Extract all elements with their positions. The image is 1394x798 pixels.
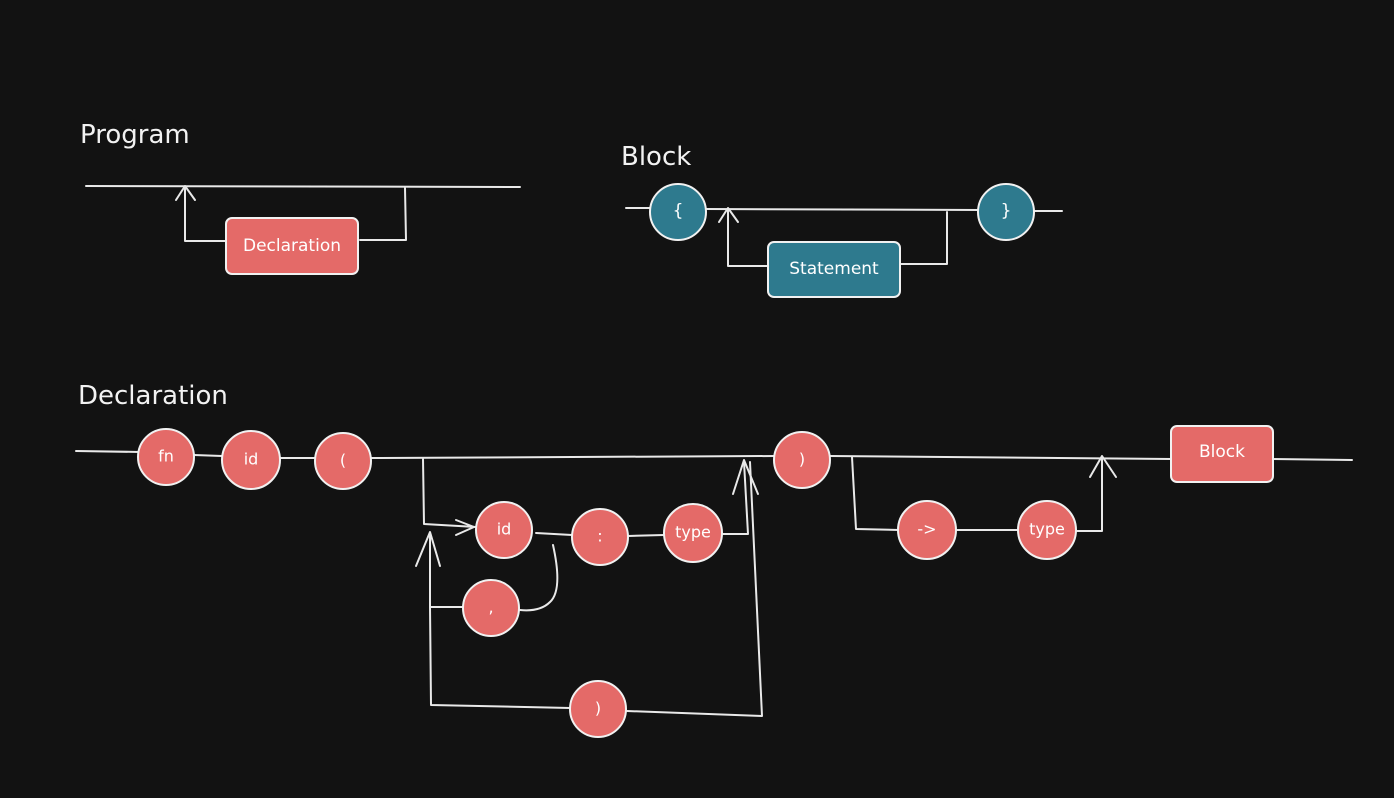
fn-node [137, 428, 195, 486]
block-ref-box [1170, 425, 1274, 483]
program-loop-arrow [175, 185, 196, 201]
program-title: Program [80, 120, 190, 150]
open-paren-label: ( [340, 451, 346, 470]
program-declaration-label: Declaration [243, 236, 341, 256]
param-type-label: type [675, 523, 711, 542]
param-id-label: id [497, 520, 512, 539]
program-diagram: Program Declaration [80, 120, 521, 275]
comma-loop-arrow [415, 531, 441, 567]
block-main-line [625, 207, 1063, 212]
comma-label: , [488, 598, 493, 617]
id-node [221, 430, 281, 490]
fn-label: fn [158, 447, 174, 466]
empty-params-line [429, 461, 763, 717]
id-label: id [244, 450, 259, 469]
colon-node [571, 508, 629, 566]
param-entry-arrow [455, 519, 475, 536]
block-statement-label: Statement [789, 259, 879, 279]
return-type-label: type [1029, 520, 1065, 539]
declaration-main-line [75, 450, 1353, 461]
return-type-node [1017, 500, 1077, 560]
declaration-title: Declaration [78, 381, 228, 411]
comma-node [462, 579, 520, 637]
program-loop-line [184, 187, 407, 242]
block-close-brace-node [977, 183, 1035, 241]
inner-close-paren-label: ) [595, 699, 601, 718]
arrow-label: -> [917, 520, 936, 539]
block-diagram: Block { Statement } [621, 142, 1063, 298]
block-loop-arrow [718, 207, 739, 223]
inner-close-paren-node [569, 680, 627, 738]
param-type-node [663, 503, 723, 563]
block-ref-label: Block [1199, 442, 1245, 462]
close-paren-label: ) [799, 450, 805, 469]
block-open-brace-node [649, 183, 707, 241]
block-open-brace-label: { [673, 201, 684, 221]
block-loop-line [727, 209, 948, 267]
arrow-node [897, 500, 957, 560]
return-branch-line [851, 456, 1103, 532]
declaration-diagram: Declaration fn id ( id : type , ) [75, 381, 1353, 738]
block-title: Block [621, 142, 691, 172]
block-statement-box [767, 241, 901, 298]
param-branch-line [422, 458, 749, 537]
colon-label: : [597, 527, 602, 546]
param-id-node [475, 501, 533, 559]
open-paren-node [314, 432, 372, 490]
program-declaration-box [225, 217, 359, 275]
program-main-line [85, 185, 521, 188]
return-right-arrow [1089, 455, 1117, 478]
block-close-brace-label: } [1001, 201, 1012, 221]
close-paren-node [773, 431, 831, 489]
param-right-arrow [732, 459, 759, 495]
